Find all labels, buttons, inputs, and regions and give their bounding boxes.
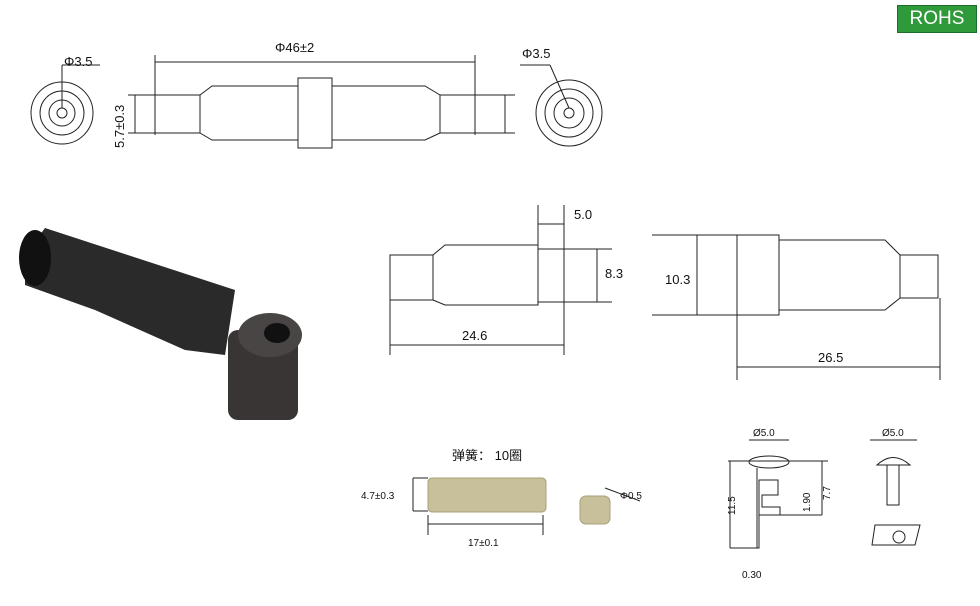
contact-drawing [728, 439, 921, 549]
contact-diameter-2: Ø5.0 [882, 428, 904, 439]
length-label: Φ46±2 [275, 40, 314, 55]
dim-5-0: 5.0 [574, 207, 592, 222]
fuse-holder-side-view [128, 55, 515, 149]
left-end-view [30, 64, 100, 145]
dim-24-6: 24.6 [462, 328, 487, 343]
wire-diameter: Φ0.5 [620, 491, 642, 502]
contact-diameter-1: Ø5.0 [753, 428, 775, 439]
right-end-view [520, 64, 603, 147]
contact-height: 11.5 [727, 496, 738, 515]
dim-10-3: 10.3 [665, 272, 690, 287]
height-label: 5.7±0.3 [112, 105, 127, 148]
other-half-view [652, 234, 941, 380]
left-diameter-label: Φ3.5 [64, 54, 92, 69]
dim-26-5: 26.5 [818, 350, 843, 365]
contact-1-90: 1.90 [802, 492, 813, 512]
spring-length: 17±0.1 [468, 538, 499, 549]
contact-7-7: 7.7 [822, 486, 833, 500]
spring-drawing [412, 477, 641, 535]
half-body-view [389, 205, 612, 355]
product-photo [19, 228, 302, 420]
rohs-badge: ROHS [897, 5, 977, 33]
contact-thickness: 0.30 [742, 570, 762, 581]
spring-height: 4.7±0.3 [361, 491, 395, 502]
right-diameter-label: Φ3.5 [522, 46, 550, 61]
spring-title: 弹簧： 10圈 [452, 448, 522, 463]
dim-8-3: 8.3 [605, 266, 623, 281]
